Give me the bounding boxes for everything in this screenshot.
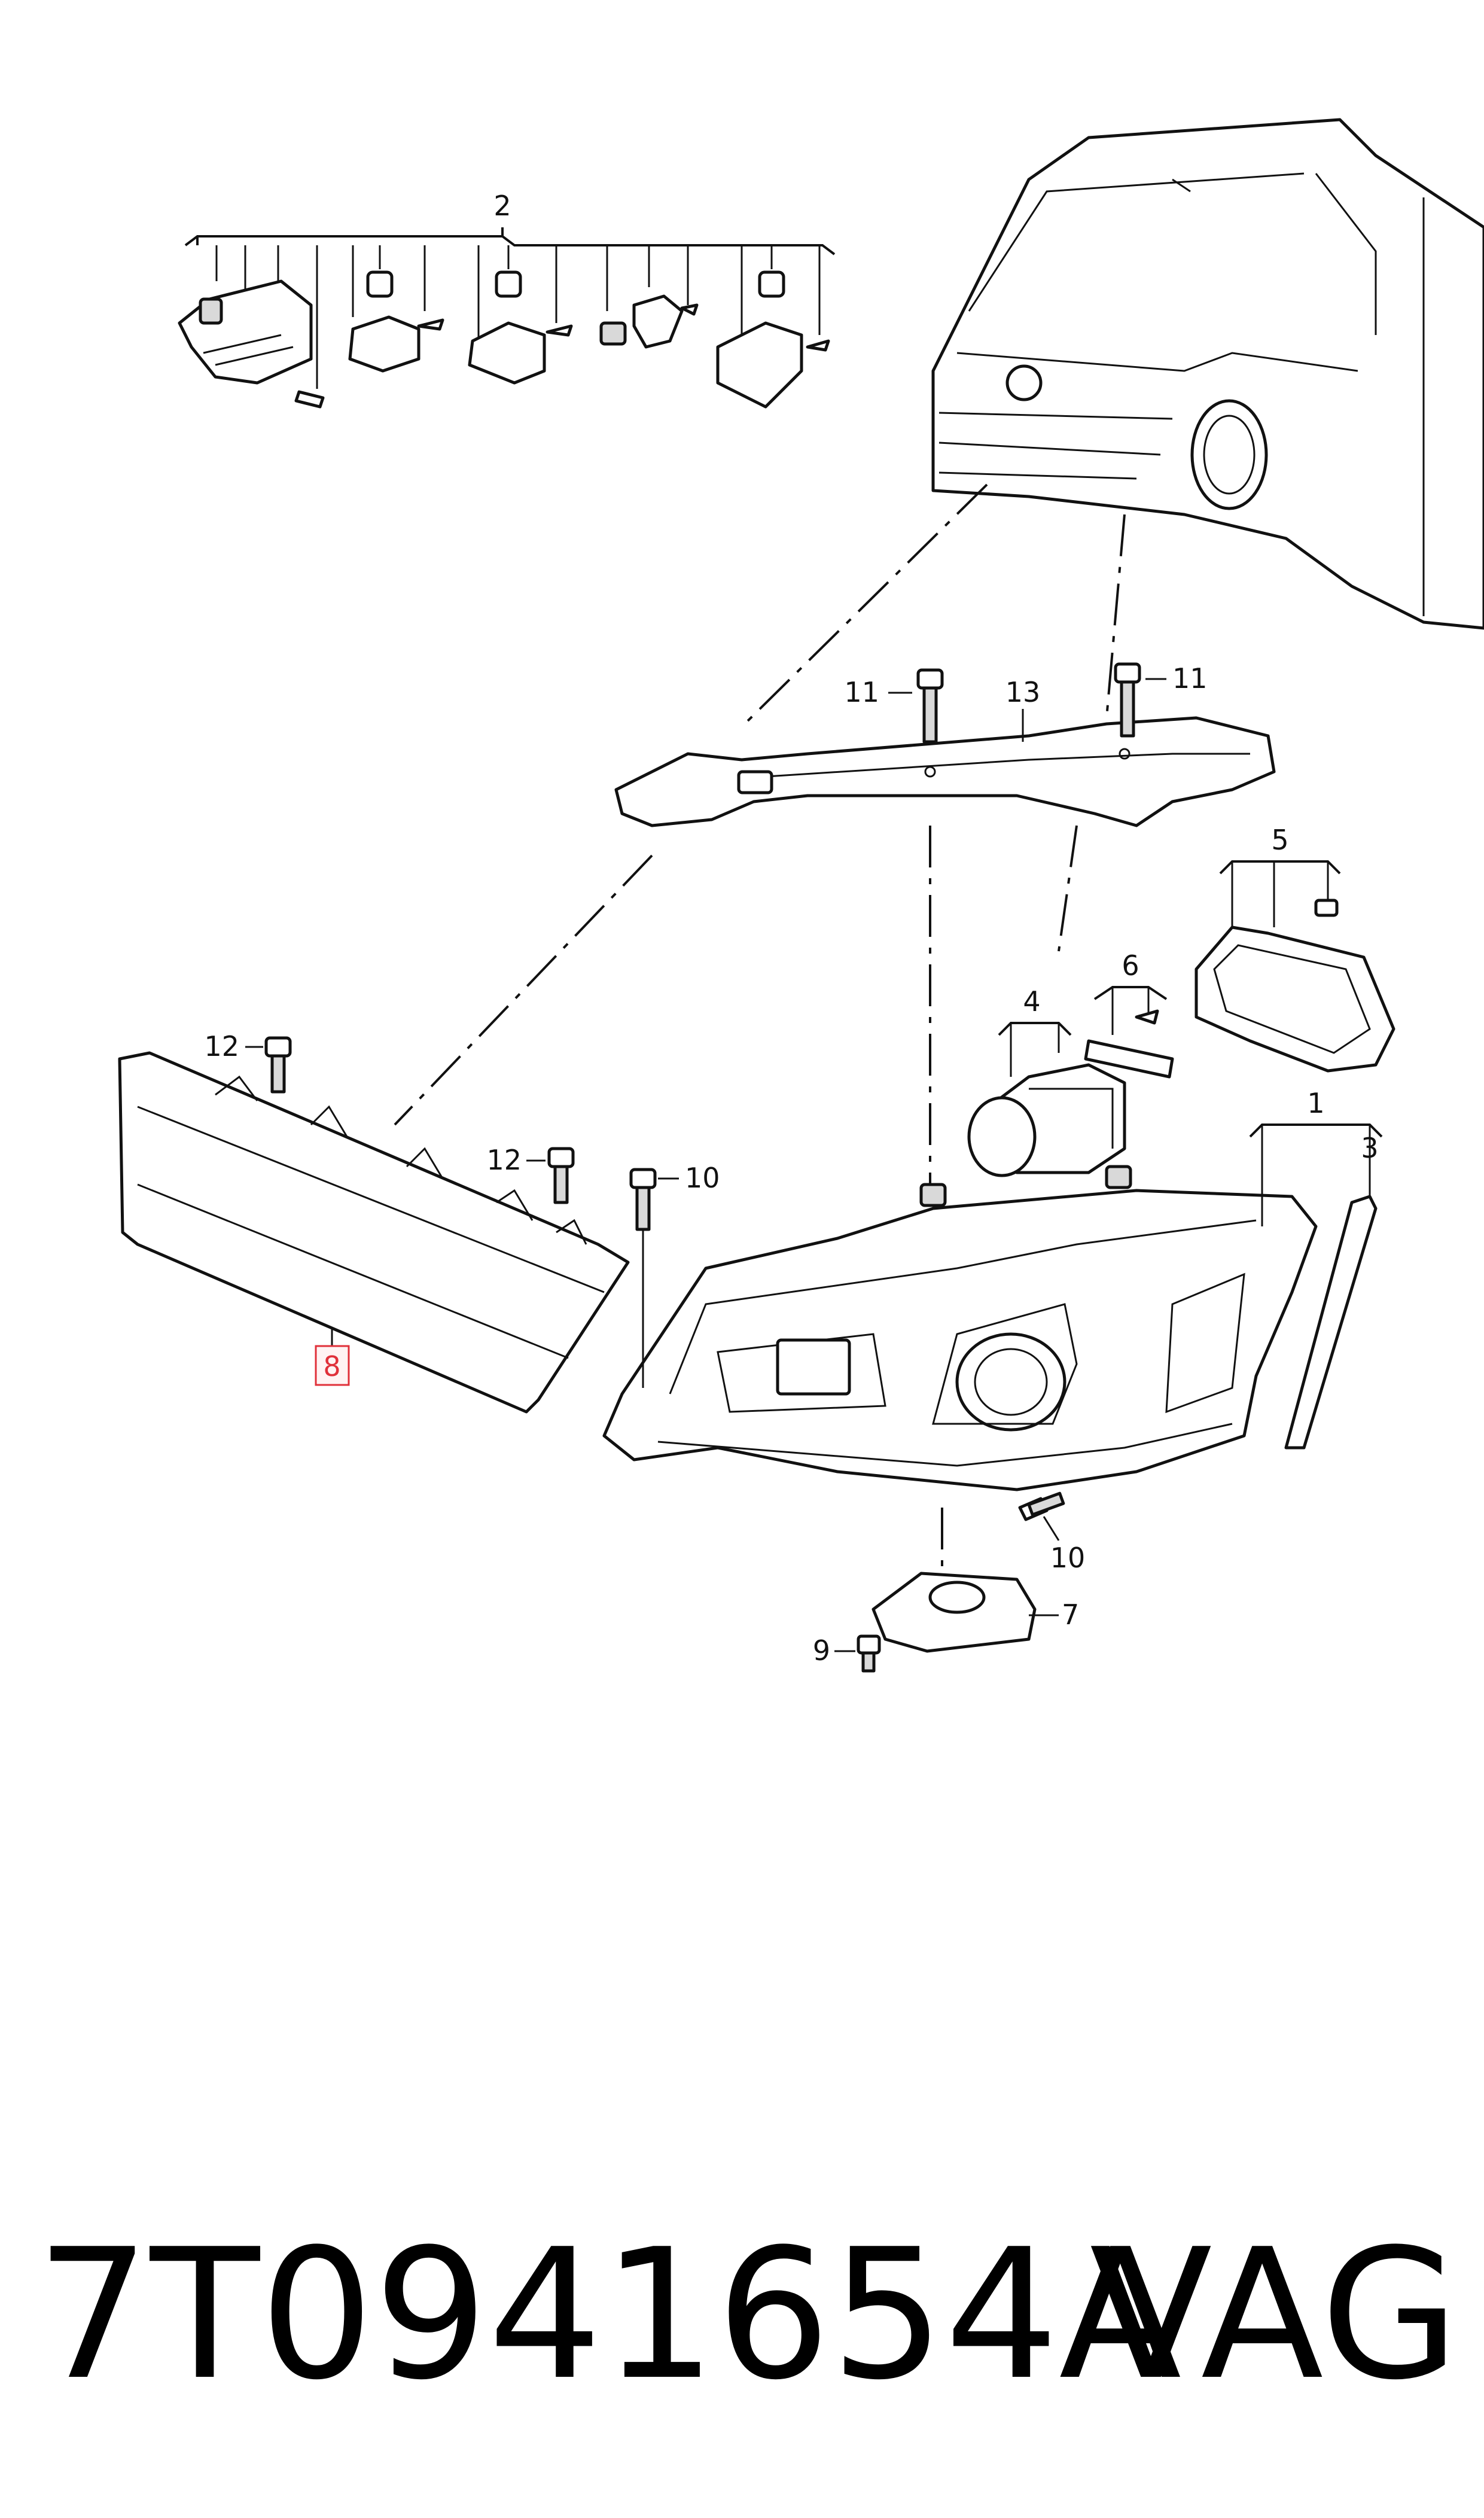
cross-member-13: 11 11 13 xyxy=(614,662,1276,827)
control-unit-7: 7 9 xyxy=(813,1572,1079,1673)
callout-3: 3 xyxy=(1361,1132,1378,1164)
vehicle-illustration xyxy=(931,118,1484,630)
brand-label: VAG xyxy=(1089,2211,1459,2419)
bracket-set-group: 2 xyxy=(178,190,836,409)
callout-4: 4 xyxy=(1023,985,1040,1018)
seal-strip-3: 3 xyxy=(1284,1132,1379,1450)
projector-module-4: 4 xyxy=(967,985,1126,1177)
callout-8: 8 xyxy=(323,1350,340,1383)
callout-1: 1 xyxy=(1307,1087,1324,1119)
callout-2: 2 xyxy=(493,190,511,222)
alignment-lines xyxy=(394,483,1126,1573)
headlight-assembly-1: 10 10 1 xyxy=(602,1087,1383,1574)
callout-10-upper: 10 xyxy=(685,1162,720,1194)
callout-9: 9 xyxy=(813,1634,830,1667)
part-number: 7T0941654A xyxy=(36,2211,1182,2419)
callout-5: 5 xyxy=(1271,824,1288,856)
callout-12-upper: 12 xyxy=(204,1030,239,1062)
trim-strip-8: 12 12 8 xyxy=(118,1030,630,1414)
callout-6: 6 xyxy=(1122,949,1139,982)
callout-8-highlight-box xyxy=(315,1345,350,1386)
callout-11-left: 11 xyxy=(844,676,879,708)
frame-5: 5 xyxy=(1194,824,1395,1073)
callout-7: 7 xyxy=(1062,1599,1079,1631)
callout-13: 13 xyxy=(1005,676,1041,708)
callout-10-lower: 10 xyxy=(1050,1542,1086,1574)
bracket-6: 6 xyxy=(1084,949,1174,1079)
callout-11-right: 11 xyxy=(1172,662,1208,695)
callout-12-lower: 12 xyxy=(486,1144,522,1176)
footer: 7T0941654A VAG xyxy=(36,2213,1459,2417)
